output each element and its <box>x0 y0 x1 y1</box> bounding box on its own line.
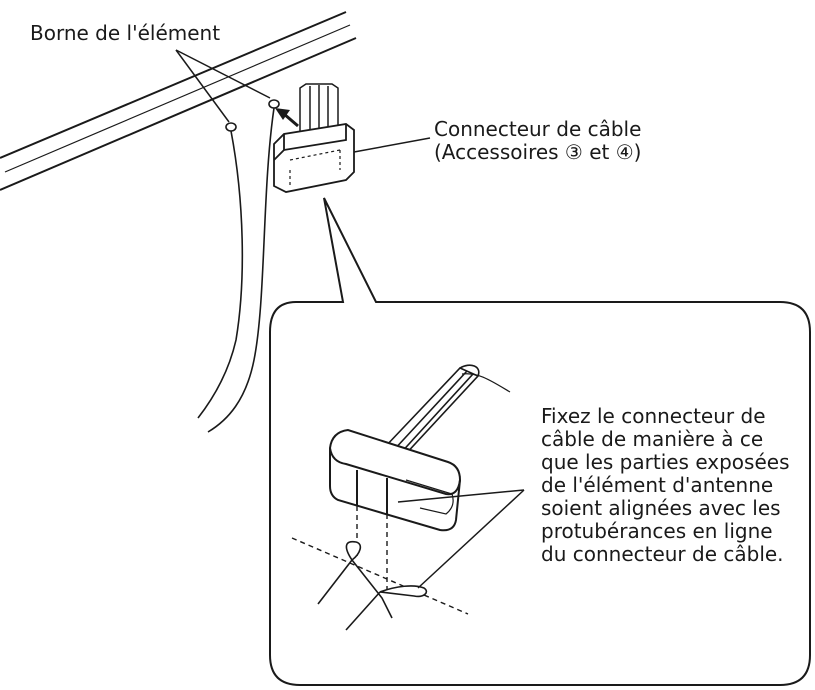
detail-element-wires <box>317 540 428 631</box>
insertion-arrow <box>275 108 299 128</box>
accessories-label-line: (Accessoires ③ et ④) <box>434 140 642 164</box>
cable-connector <box>273 123 355 193</box>
detail-connector <box>329 428 462 532</box>
instruction-line: du connecteur de câble. <box>541 542 784 566</box>
instruction-line: protubérances en ligne <box>541 519 773 543</box>
instruction-leader-lines <box>397 489 525 589</box>
connector-leader-line <box>353 137 431 153</box>
alignment-guides <box>291 506 469 615</box>
instruction-line: câble de manière à ce <box>541 427 764 451</box>
instruction-text: Fixez le connecteur de câble de manière … <box>541 405 790 566</box>
cable-connector-label-line: Connecteur de câble <box>434 117 642 141</box>
borne-leader-lines <box>175 49 271 123</box>
instruction-line: soient alignées avec les <box>541 496 781 520</box>
detail-callout-frame <box>269 197 811 686</box>
element-terminal-label: Borne de l'élément <box>30 21 221 45</box>
instruction-line: de l'élément d'antenne <box>541 473 774 497</box>
antenna-wires <box>197 107 275 433</box>
windshield-edge <box>0 11 357 191</box>
instruction-line: que les parties exposées <box>541 450 790 474</box>
cable-connector-label: Connecteur de câble (Accessoires ③ et ④) <box>434 118 641 164</box>
detail-ribbon-cable <box>382 364 511 460</box>
instruction-line: Fixez le connecteur de <box>541 404 766 428</box>
